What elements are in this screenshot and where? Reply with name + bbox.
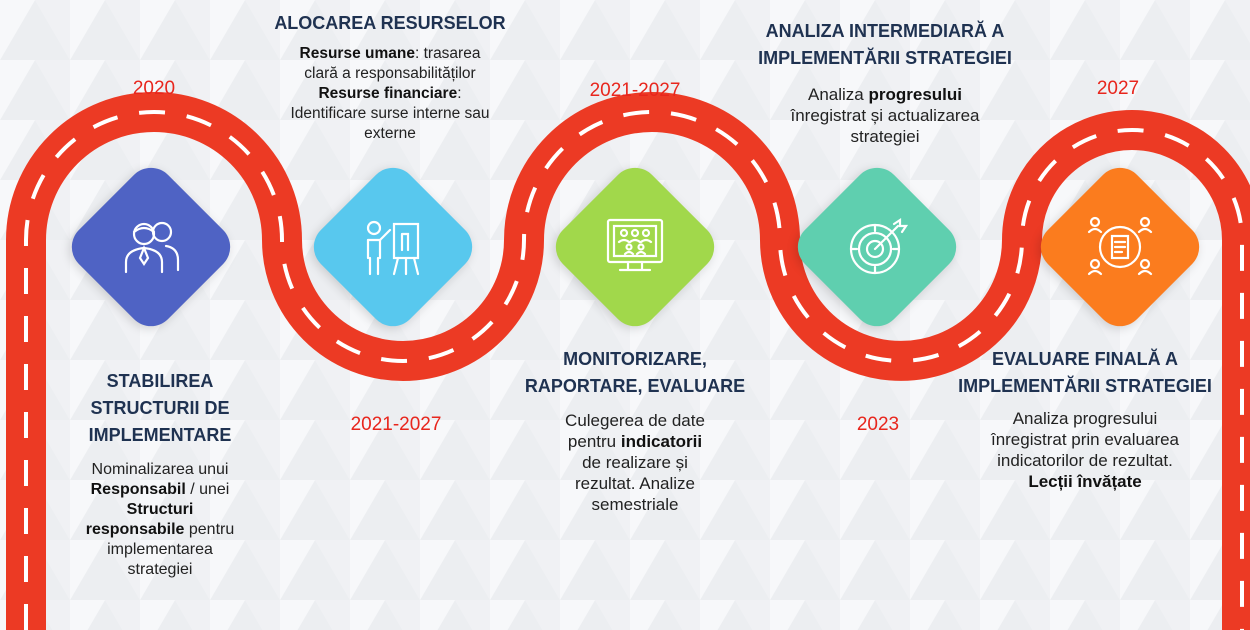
step4-description: Analiza progresului înregistrat și actua… — [750, 84, 1020, 147]
step1-desc-bold-responsabil: Responsabil — [90, 481, 186, 498]
step5-title-line1: EVALUARE FINALĂ A — [992, 349, 1178, 369]
step3-desc-bold-indicatorii: indicatorii — [620, 432, 703, 451]
step1-title-line2: STRUCTURII DE — [90, 398, 230, 418]
step5-desc-line4: Lecții învățate — [960, 471, 1210, 492]
step2-desc-line4: Identificare surse interne sau — [290, 105, 490, 122]
year-2020: 2020 — [132, 78, 176, 99]
step2-desc-line1: Resurse umane: trasarea — [250, 44, 530, 64]
step4-desc-line1: Analiza progresului — [750, 84, 1020, 105]
step4-desc-text: Analiza — [808, 85, 869, 104]
step1-desc-line2: Responsabil / unei — [55, 480, 265, 500]
step1-desc-line5: implementarea — [107, 541, 213, 558]
step4-title-line1: ANALIZA INTERMEDIARĂ A — [765, 21, 1005, 41]
step3-desc-line1: Culegerea de date — [565, 411, 705, 430]
year-2021-2027-top: 2021-2027 — [589, 80, 681, 101]
step4-desc-bold-progresului: progresului — [868, 85, 962, 104]
step1-desc-line4: responsabile pentru — [55, 520, 265, 540]
step3-desc-line5: semestriale — [591, 495, 679, 514]
step3-title-line1: MONITORIZARE, — [563, 349, 707, 369]
people-icon — [124, 221, 180, 274]
step2-desc-bold-resurse-umane: Resurse umane — [299, 45, 415, 62]
step1-desc-text2: pentru — [184, 521, 235, 538]
step5-desc-line2: înregistrat prin evaluarea — [990, 430, 1180, 449]
step1-desc-line1: Nominalizarea unui — [91, 461, 229, 478]
step4-title: ANALIZA INTERMEDIARĂ A IMPLEMENTĂRII STR… — [730, 18, 1040, 72]
step5-desc-bold-lectii: Lecții învățate — [1028, 472, 1142, 491]
year-2027: 2027 — [1096, 78, 1140, 99]
step2-title: ALOCAREA RESURSELOR — [274, 13, 506, 33]
step5-title-line2: IMPLEMENTĂRII STRATEGIEI — [958, 376, 1212, 396]
step1-title-line1: STABILIREA — [106, 371, 214, 391]
step1-desc-line6: strategiei — [127, 561, 193, 578]
year-2023: 2023 — [856, 414, 900, 435]
year-2021-2027-bottom: 2021-2027 — [350, 414, 442, 435]
step2-desc-line5: externe — [364, 125, 416, 142]
presentation-icon — [366, 220, 420, 276]
target-icon — [849, 217, 909, 275]
step3-desc-line3: de realizare și — [582, 453, 688, 472]
monitor-group-icon — [606, 218, 664, 272]
step1-title-line3: IMPLEMENTARE — [88, 425, 232, 445]
step2-desc-line3: Resurse financiare: — [250, 84, 530, 104]
document-network-icon — [1087, 216, 1153, 276]
step2-description: Resurse umane: trasarea clară a responsa… — [250, 44, 530, 144]
step2-desc-bold-resurse-financiare: Resurse financiare — [318, 85, 458, 102]
step5-description: Analiza progresului înregistrat prin eva… — [960, 408, 1210, 492]
step1-description: Nominalizarea unui Responsabil / unei St… — [55, 460, 265, 580]
step3-desc-line2: pentru indicatorii — [520, 431, 750, 452]
step5-desc-line1: Analiza progresului — [1012, 409, 1158, 428]
step4-desc-line3: strategiei — [850, 127, 920, 146]
step1-desc-text: / unei — [185, 481, 230, 498]
step3-desc-line4: rezultat. Analize — [574, 474, 695, 493]
step1-desc-bold-structuri: Structuri — [126, 501, 194, 518]
step3-desc-text: pentru — [567, 432, 621, 451]
step5-title: EVALUARE FINALĂ A IMPLEMENTĂRII STRATEGI… — [935, 346, 1235, 400]
step1-title: STABILIREA STRUCTURII DE IMPLEMENTARE — [60, 368, 260, 449]
step2-desc-line2: clară a responsabilităților — [304, 65, 476, 82]
step4-desc-line2: înregistrat și actualizarea — [790, 106, 980, 125]
step5-desc-line3: indicatorilor de rezultat. — [997, 451, 1173, 470]
step1-desc-bold-responsabile: responsabile — [85, 521, 185, 538]
step2-desc-text2: : — [457, 85, 462, 102]
road-center-dashes — [24, 110, 1244, 630]
step3-description: Culegerea de date pentru indicatorii de … — [520, 410, 750, 515]
step3-title: MONITORIZARE, RAPORTARE, EVALUARE — [500, 346, 770, 400]
step3-title-line2: RAPORTARE, EVALUARE — [524, 376, 746, 396]
step1-desc-line3: Structuri — [55, 500, 265, 520]
step2-desc-text: : trasarea — [414, 45, 481, 62]
step4-title-line2: IMPLEMENTĂRII STRATEGIEI — [758, 48, 1012, 68]
